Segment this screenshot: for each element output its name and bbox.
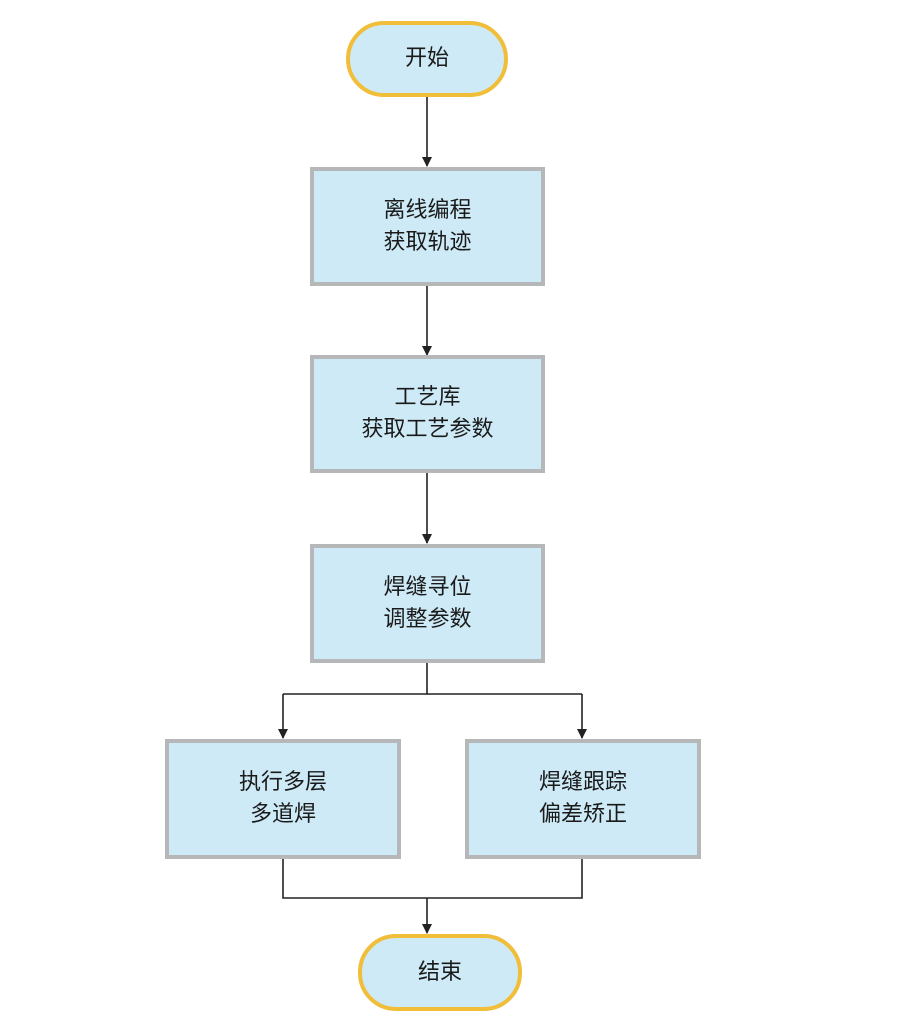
- split-connector: [283, 662, 428, 695]
- start-node: 开始: [346, 21, 508, 97]
- seam-locating-line2: 调整参数: [383, 606, 472, 632]
- seam-tracking-line1: 焊缝跟踪: [538, 770, 627, 795]
- merge-connector: [282, 858, 583, 899]
- process-library-line1: 工艺库: [394, 385, 461, 410]
- multilayer-welding-line1: 执行多层: [238, 770, 327, 795]
- seam-tracking-node: 焊缝跟踪 偏差矫正: [465, 739, 701, 859]
- seam-tracking-line2: 偏差矫正: [538, 802, 627, 827]
- seam-locating-line1: 焊缝寻位: [383, 574, 472, 600]
- start-label: 开始: [404, 46, 449, 71]
- end-label: 结束: [417, 959, 462, 985]
- process-library-node: 工艺库 获取工艺参数: [310, 355, 545, 473]
- offline-programming-line1: 离线编程: [383, 197, 472, 223]
- offline-programming-line2: 获取轨迹: [383, 229, 472, 255]
- multilayer-welding-node: 执行多层 多道焊: [165, 739, 401, 859]
- multilayer-welding-line2: 多道焊: [249, 802, 316, 827]
- end-node: 结束: [358, 934, 522, 1011]
- offline-programming-node: 离线编程 获取轨迹: [310, 167, 545, 286]
- seam-locating-node: 焊缝寻位 调整参数: [310, 544, 545, 663]
- process-library-line2: 获取工艺参数: [361, 417, 494, 442]
